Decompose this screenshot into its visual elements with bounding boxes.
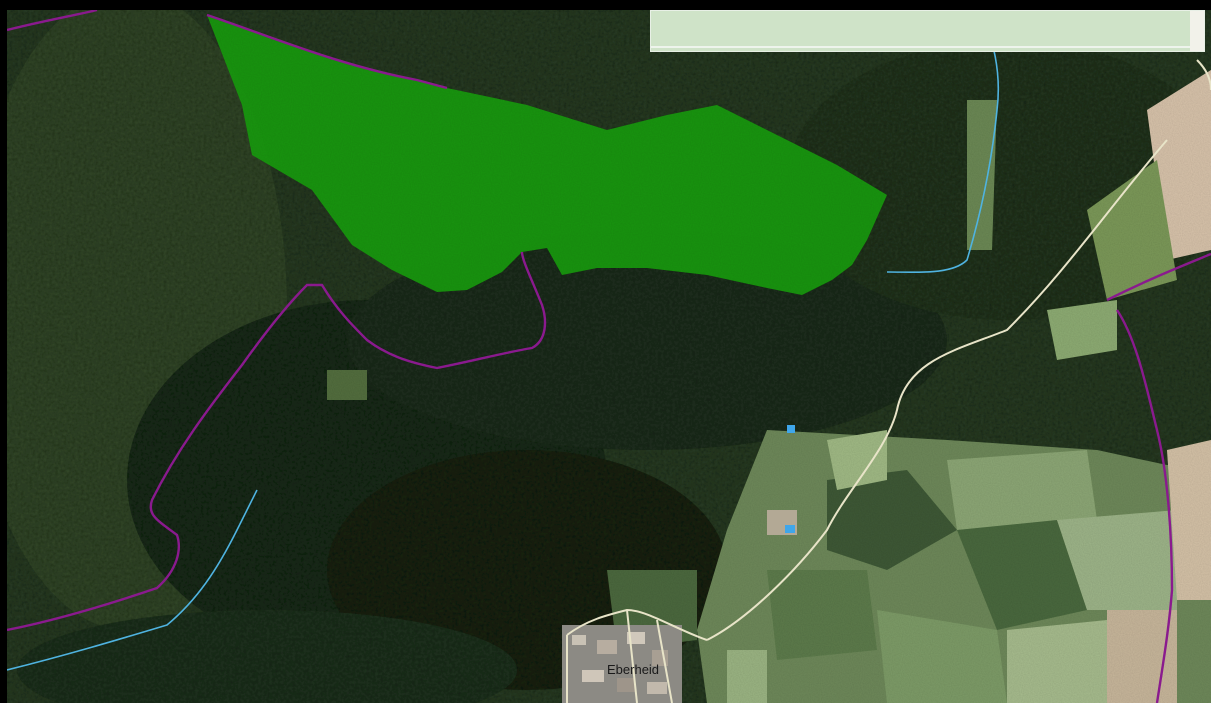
highlighted-parcel[interactable] — [207, 15, 887, 295]
overview-strip-edge — [1190, 11, 1204, 51]
village-buildings — [562, 425, 797, 703]
stream — [7, 10, 1000, 671]
place-label-eberheid: Eberheid — [607, 662, 660, 677]
overview-map-strip[interactable] — [650, 10, 1205, 52]
map-canvas[interactable]: Eberheid — [7, 10, 1211, 703]
overview-strip-band — [651, 46, 1204, 48]
aerial-image — [7, 10, 1211, 703]
road-network — [566, 59, 1211, 703]
municipal-boundary — [7, 10, 1211, 703]
